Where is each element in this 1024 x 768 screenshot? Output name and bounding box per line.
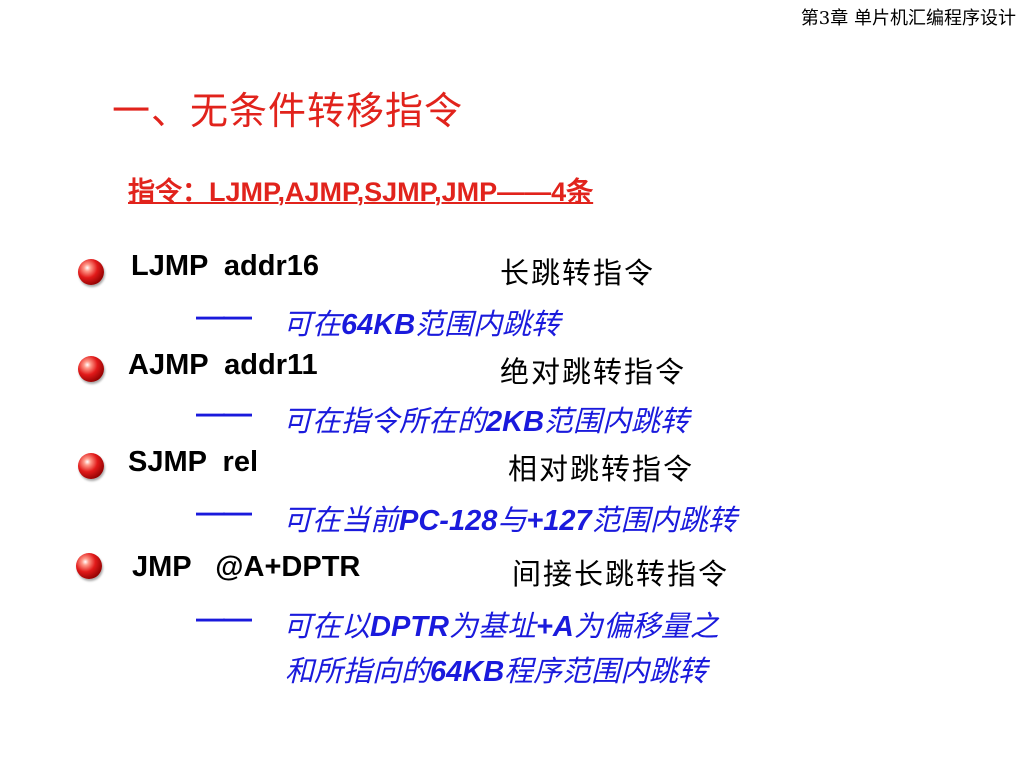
sjmp-dash: —— <box>196 497 252 529</box>
sjmp-note: 可在当前PC-128与+127范围内跳转 <box>283 505 737 537</box>
page-title: 一、无条件转移指令 <box>112 89 464 133</box>
jmp-description: 间接长跳转指令 <box>512 557 730 591</box>
ajmp-description: 绝对跳转指令 <box>500 355 687 389</box>
bullet-icon <box>78 356 104 382</box>
jmp-code: JMP @A+DPTR <box>132 551 361 583</box>
sjmp-code: SJMP rel <box>128 446 259 478</box>
bullet-icon <box>76 553 102 579</box>
bullet-icon <box>78 453 104 479</box>
jmp-note-line2: 和所指向的64KB程序范围内跳转 <box>285 656 708 688</box>
ljmp-description: 长跳转指令 <box>500 256 656 290</box>
chapter-header: 第3章 单片机汇编程序设计 <box>800 8 1016 29</box>
jmp-note-line1: 可在以DPTR为基址+A为偏移量之 <box>283 611 719 643</box>
sjmp-description: 相对跳转指令 <box>508 452 695 486</box>
instruction-summary: 指令：LJMP,AJMP,SJMP,JMP——4条 <box>128 177 594 207</box>
ajmp-note: 可在指令所在的2KB范围内跳转 <box>283 406 690 438</box>
ljmp-note: 可在64KB范围内跳转 <box>283 309 561 341</box>
bullet-icon <box>78 259 104 285</box>
ajmp-dash: —— <box>196 398 252 430</box>
jmp-dash: —— <box>196 603 252 635</box>
ajmp-code: AJMP addr11 <box>128 349 318 381</box>
ljmp-dash: —— <box>196 301 252 333</box>
ljmp-code: LJMP addr16 <box>131 250 320 282</box>
